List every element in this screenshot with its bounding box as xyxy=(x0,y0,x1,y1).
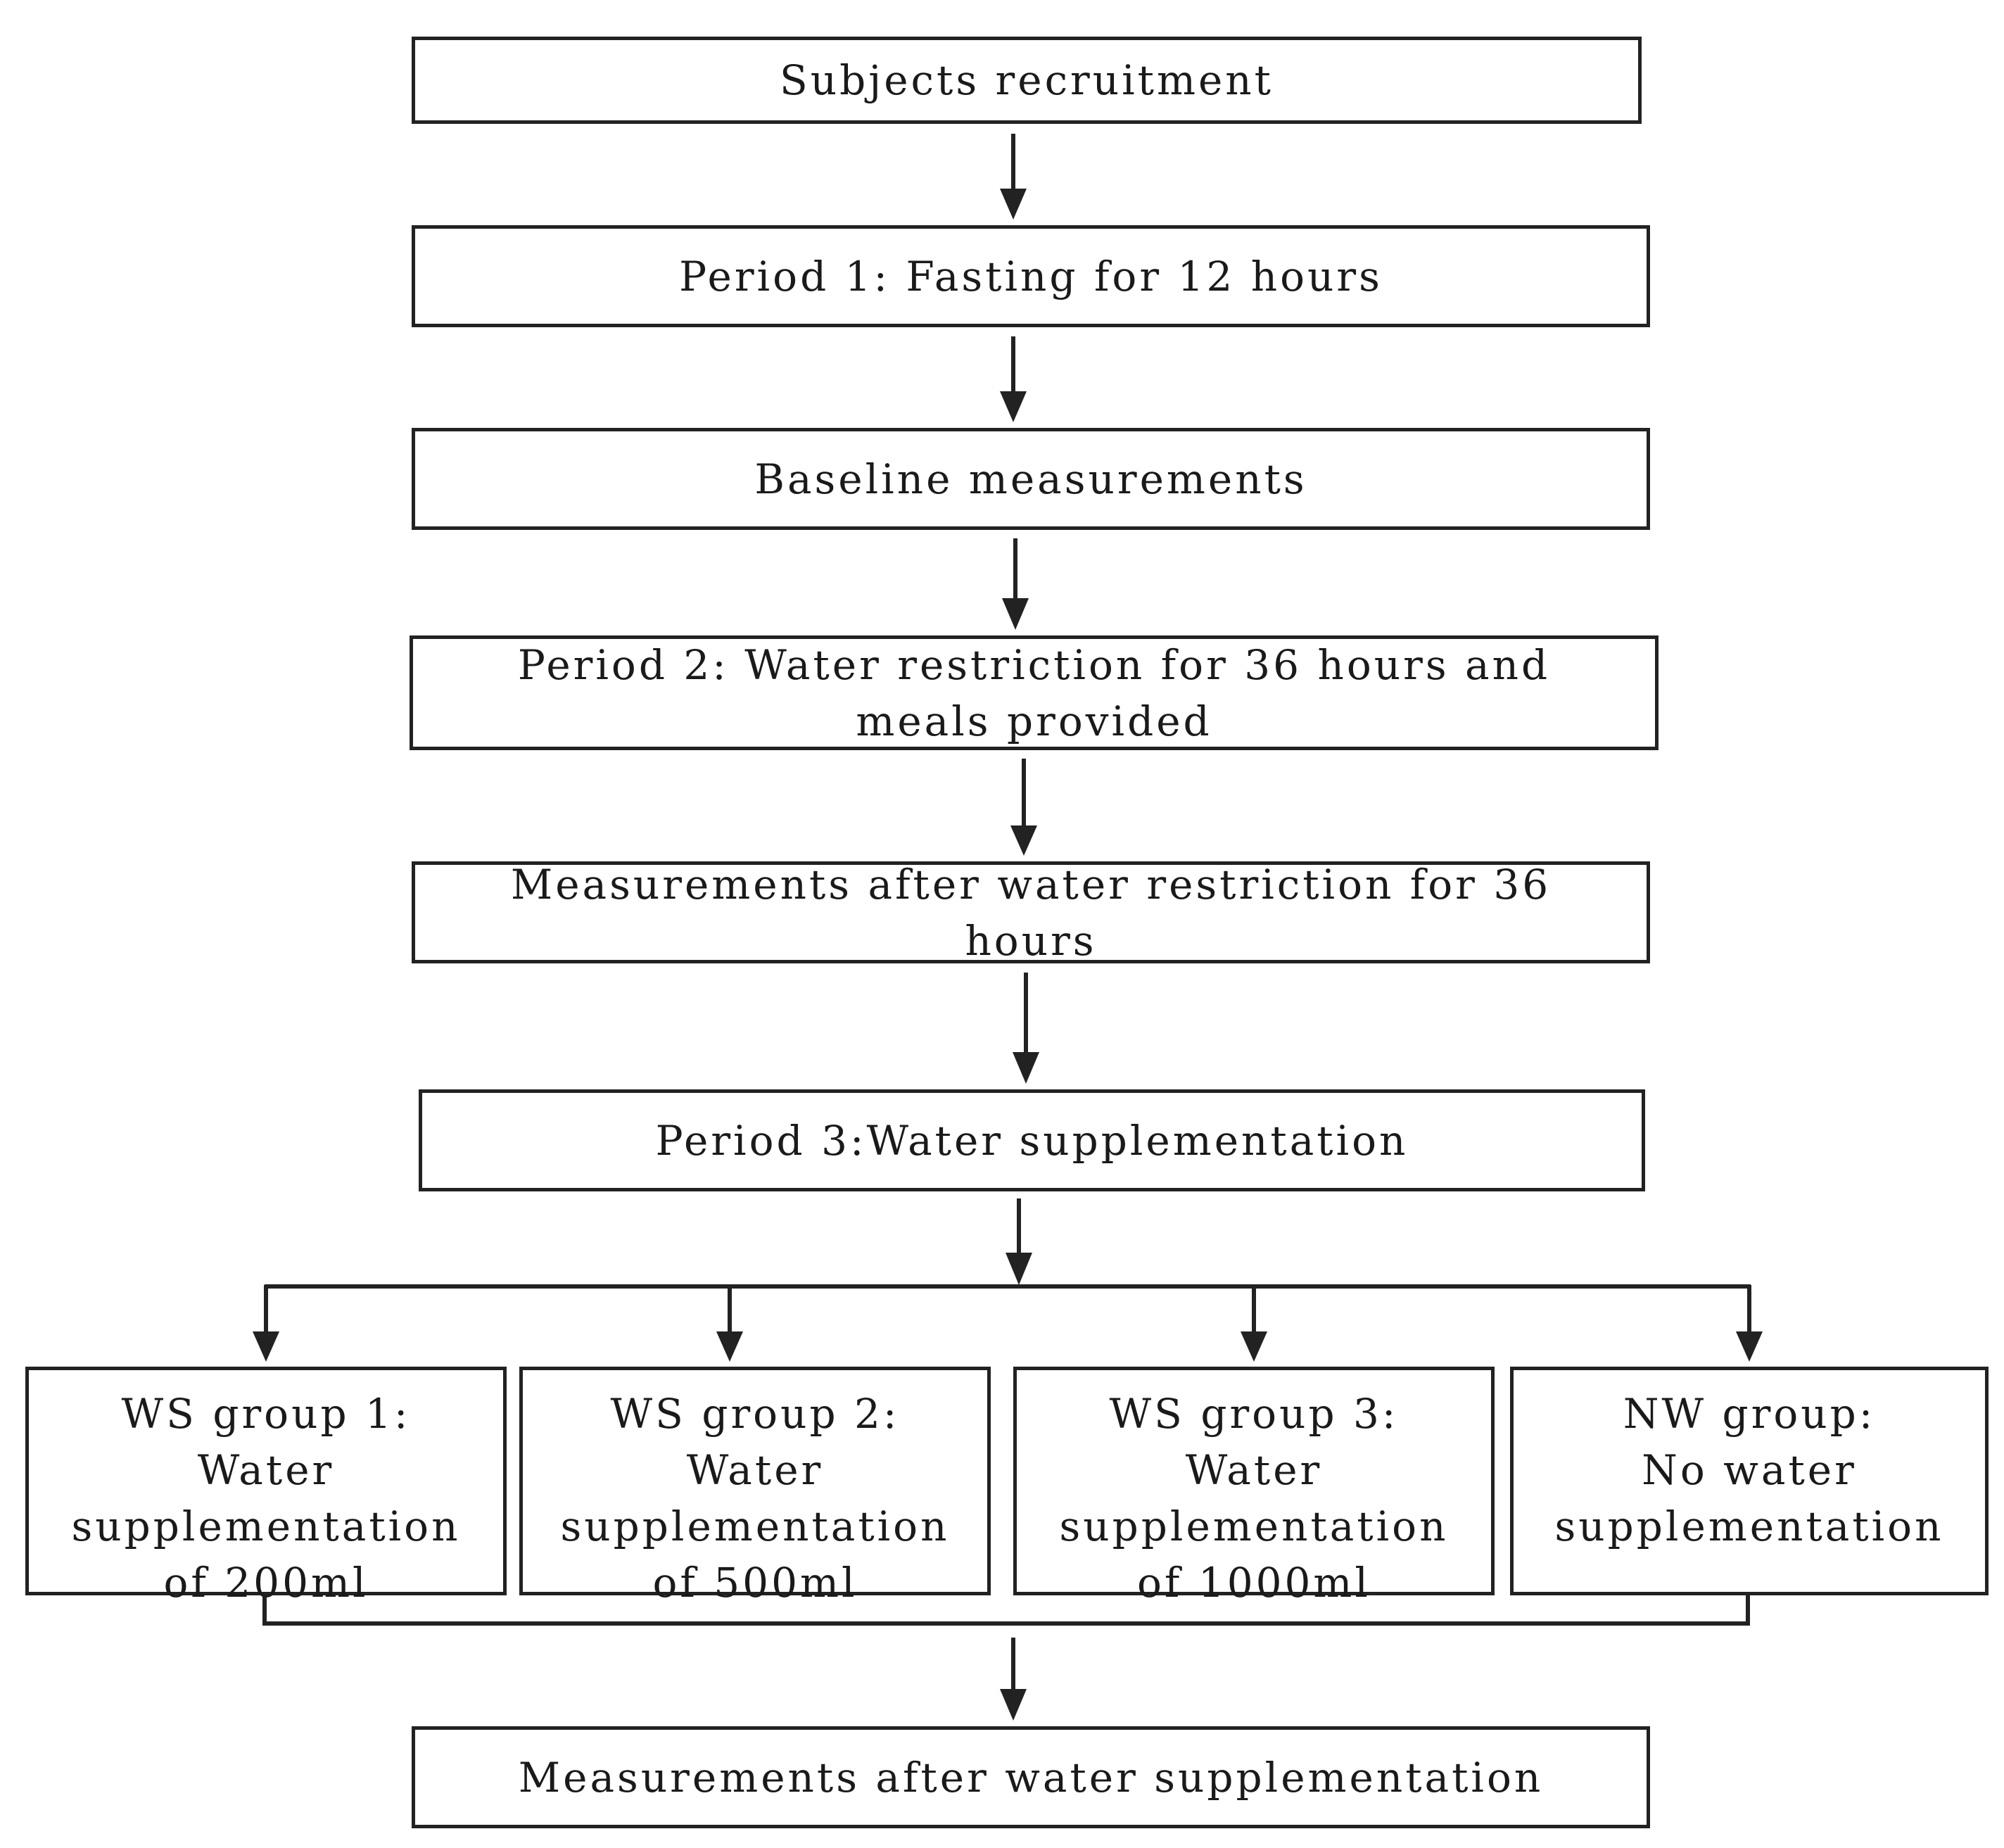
step-period-3: Period 3:Water supplementation xyxy=(419,1089,1645,1191)
group-line: WS group 1: xyxy=(121,1390,411,1438)
group-line: of 500ml xyxy=(652,1559,858,1607)
group-line: Water xyxy=(197,1446,335,1494)
group-ws-1: WS group 1: Water supplementation of 200… xyxy=(25,1367,507,1607)
merge-bracket xyxy=(262,1595,1750,1626)
step-label: Period 3:Water supplementation xyxy=(655,1116,1409,1165)
arrowhead-period3 xyxy=(1013,1052,1039,1084)
step-baseline-measurements: Baseline measurements xyxy=(412,428,1650,530)
step-measurements-after-supplementation: Measurements after water supplementation xyxy=(412,1726,1650,1828)
group-line: supplementation xyxy=(1554,1502,1944,1550)
step-label: Period 1: Fasting for 12 hours xyxy=(679,252,1383,300)
arrowhead-after36 xyxy=(1010,825,1037,856)
step-measurements-after-restriction: Measurements after water restriction for… xyxy=(412,861,1650,965)
arrowhead-period2 xyxy=(1002,598,1029,630)
arrowhead-branch xyxy=(1006,1253,1032,1285)
group-line: of 200ml xyxy=(163,1559,369,1607)
group-line: of 1000ml xyxy=(1137,1559,1371,1607)
group-line: No water xyxy=(1642,1446,1857,1494)
step-label: Measurements after water restriction for… xyxy=(510,860,1552,965)
arrowhead-ws2 xyxy=(716,1331,743,1362)
arrowhead-ws3 xyxy=(1241,1331,1267,1362)
step-label: Period 2: Water restriction for 36 hours… xyxy=(517,640,1551,745)
arrowhead-ws1 xyxy=(253,1331,279,1362)
group-line: WS group 2: xyxy=(610,1390,900,1438)
group-line: WS group 3: xyxy=(1109,1390,1399,1438)
group-line: Water xyxy=(1185,1446,1323,1494)
arrowhead-baseline xyxy=(1000,391,1027,422)
arrowhead-final xyxy=(1000,1689,1027,1721)
step-label: Subjects recruitment xyxy=(780,56,1274,104)
group-line: supplementation xyxy=(71,1502,461,1550)
step-subjects-recruitment: Subjects recruitment xyxy=(412,37,1642,124)
group-ws-2: WS group 2: Water supplementation of 500… xyxy=(519,1367,991,1607)
group-line: supplementation xyxy=(1059,1502,1449,1550)
group-nw: NW group: No water supplementation xyxy=(1510,1367,1989,1595)
arrowhead-period1 xyxy=(1000,189,1027,220)
group-line: NW group: xyxy=(1623,1390,1876,1438)
step-label: Measurements after water supplementation xyxy=(518,1753,1544,1802)
step-period-2: Period 2: Water restriction for 36 hours… xyxy=(410,635,1659,750)
group-ws-3: WS group 3: Water supplementation of 100… xyxy=(1013,1367,1495,1607)
group-line: supplementation xyxy=(560,1502,950,1550)
step-period-1: Period 1: Fasting for 12 hours xyxy=(412,225,1650,327)
step-label: Baseline measurements xyxy=(754,455,1307,503)
arrowhead-nw xyxy=(1736,1331,1763,1362)
group-line: Water xyxy=(686,1446,824,1494)
